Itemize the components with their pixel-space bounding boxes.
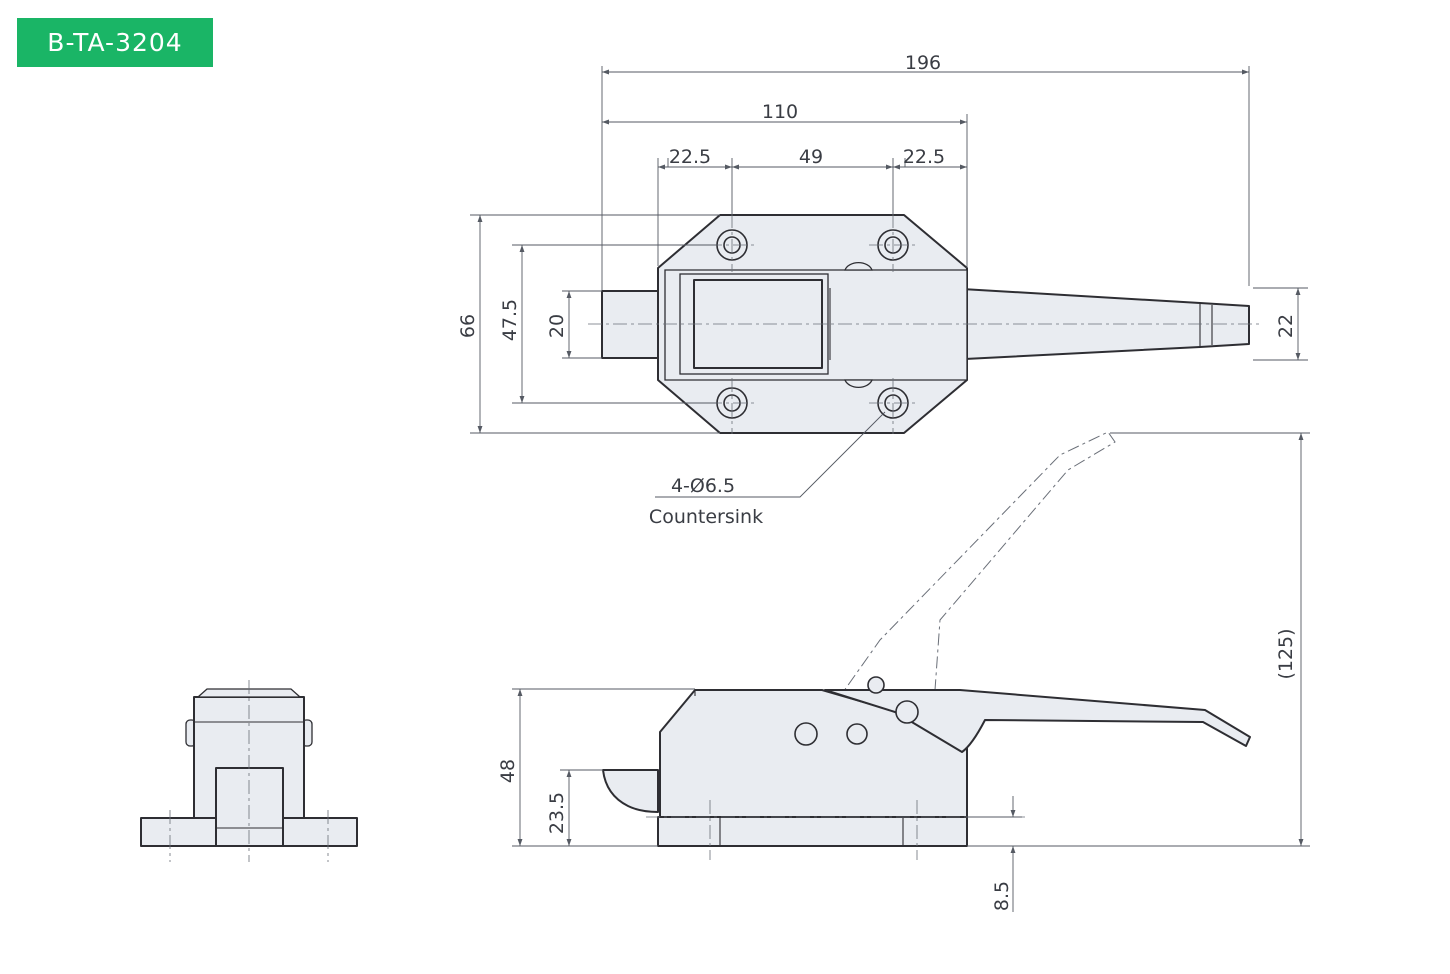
side-view-dimensions: 48 23.5 (125) 8.5 [497,432,1310,912]
side-view [602,431,1251,860]
dim-edge-right: 22.5 [903,146,945,168]
dim-bolt-center: 23.5 [546,792,568,834]
dim-base-thickness: 8.5 [991,881,1013,911]
dim-handle-end: 22 [1275,314,1297,338]
top-view [588,214,1262,434]
dim-hole-pitch-vertical: 47.5 [499,299,521,341]
dim-side-height: 48 [497,759,519,783]
end-bolt [215,767,284,847]
top-view-dimensions: 196 110 22.5 49 22.5 66 47.5 20 22 4-Ø6.… [457,52,1308,528]
dim-overall-length: 196 [905,52,941,74]
side-base [657,816,968,847]
note-hole-type: Countersink [649,506,763,528]
dim-hole-spacing: 49 [799,146,823,168]
note-hole-spec: 4-Ø6.5 [671,475,735,497]
dim-bolt-height: 20 [546,314,568,338]
side-bolt [602,769,659,813]
end-view [140,680,358,862]
dim-base-length: 110 [762,101,798,123]
dim-overall-height: 66 [457,314,479,338]
side-handle [824,689,1251,753]
part-number-badge: B-TA-3204 [17,18,213,67]
top-bolt [601,290,661,359]
dim-open-height: (125) [1275,628,1297,679]
dim-edge-left: 22.5 [669,146,711,168]
open-handle-phantom [794,431,1116,761]
